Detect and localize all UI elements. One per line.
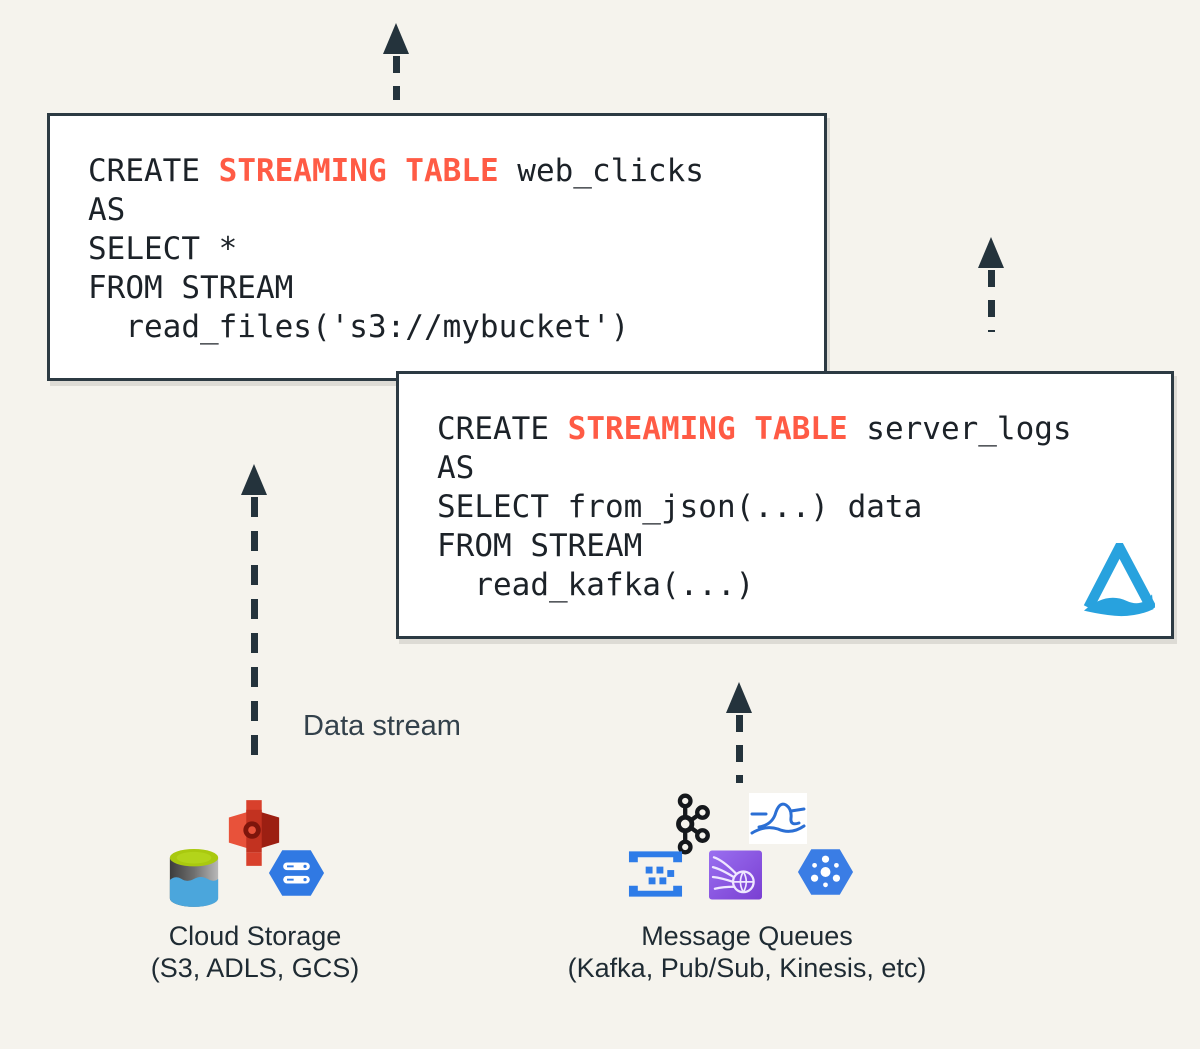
arrow-dashes	[250, 497, 258, 769]
code-text: CREATE	[88, 153, 219, 189]
cloud-storage-title: Cloud Storage	[168, 921, 342, 951]
code-text: CREATE	[437, 411, 568, 447]
arrow-up-top	[382, 23, 410, 100]
code-line: AS	[88, 191, 814, 230]
kafka-icon	[666, 791, 714, 862]
code-text: SELECT *	[88, 231, 238, 267]
arrow-dashes	[392, 56, 400, 100]
data-stream-label: Data stream	[303, 710, 461, 742]
cloud-storage-subtitle: (S3, ADLS, GCS)	[150, 953, 360, 983]
code-box-web-clicks: CREATE STREAMING TABLE web_clicks AS SEL…	[47, 113, 827, 381]
sql-code: CREATE STREAMING TABLE web_clicks AS SEL…	[50, 116, 824, 347]
arrow-up-message-queues	[725, 682, 753, 783]
s3-icon	[225, 797, 283, 874]
keyword-streaming-table: STREAMING TABLE	[567, 411, 848, 447]
message-queues-label: Message Queues (Kafka, Pub/Sub, Kinesis,…	[552, 920, 942, 984]
arrow-head	[241, 464, 267, 495]
message-queues-title: Message Queues	[641, 921, 853, 951]
code-text: AS	[437, 450, 475, 486]
keyword-streaming-table: STREAMING TABLE	[218, 153, 499, 189]
code-text: read_files('s3://mybucket')	[88, 309, 630, 345]
kinesis-icon	[709, 850, 762, 905]
code-line: CREATE STREAMING TABLE server_logs	[437, 410, 1161, 449]
pubsub-icon	[797, 846, 854, 903]
code-text: web_clicks	[498, 153, 704, 189]
stream-wave-icon	[749, 793, 807, 849]
code-line: FROM STREAM	[88, 269, 814, 308]
code-line: SELECT from_json(...) data	[437, 488, 1161, 527]
code-text: read_kafka(...)	[437, 567, 755, 603]
wave-triangle-logo-icon	[1081, 536, 1157, 624]
code-text: AS	[88, 192, 126, 228]
cloud-storage-label: Cloud Storage (S3, ADLS, GCS)	[120, 920, 390, 984]
code-text: server_logs	[847, 411, 1072, 447]
event-hubs-icon	[627, 849, 684, 904]
arrow-up-cloud-storage	[240, 464, 268, 769]
code-box-server-logs: CREATE STREAMING TABLE server_logs AS SE…	[396, 371, 1174, 639]
code-line: read_files('s3://mybucket')	[88, 308, 814, 347]
arrow-head	[383, 23, 409, 54]
arrow-head	[726, 682, 752, 713]
arrow-up-right	[977, 237, 1005, 332]
arrow-dashes	[735, 715, 743, 783]
sql-code: CREATE STREAMING TABLE server_logs AS SE…	[399, 374, 1171, 605]
arrow-dashes	[987, 270, 995, 332]
message-queues-subtitle: (Kafka, Pub/Sub, Kinesis, etc)	[567, 953, 927, 983]
code-line: FROM STREAM	[437, 527, 1161, 566]
code-line: read_kafka(...)	[437, 566, 1161, 605]
code-line: CREATE STREAMING TABLE web_clicks	[88, 152, 814, 191]
adls-icon	[166, 845, 222, 914]
code-text: FROM STREAM	[88, 270, 294, 306]
gcs-icon	[268, 848, 325, 903]
code-text: SELECT from_json(...) data	[437, 489, 923, 525]
code-line: AS	[437, 449, 1161, 488]
arrow-head	[978, 237, 1004, 268]
code-text: FROM STREAM	[437, 528, 643, 564]
code-line: SELECT *	[88, 230, 814, 269]
